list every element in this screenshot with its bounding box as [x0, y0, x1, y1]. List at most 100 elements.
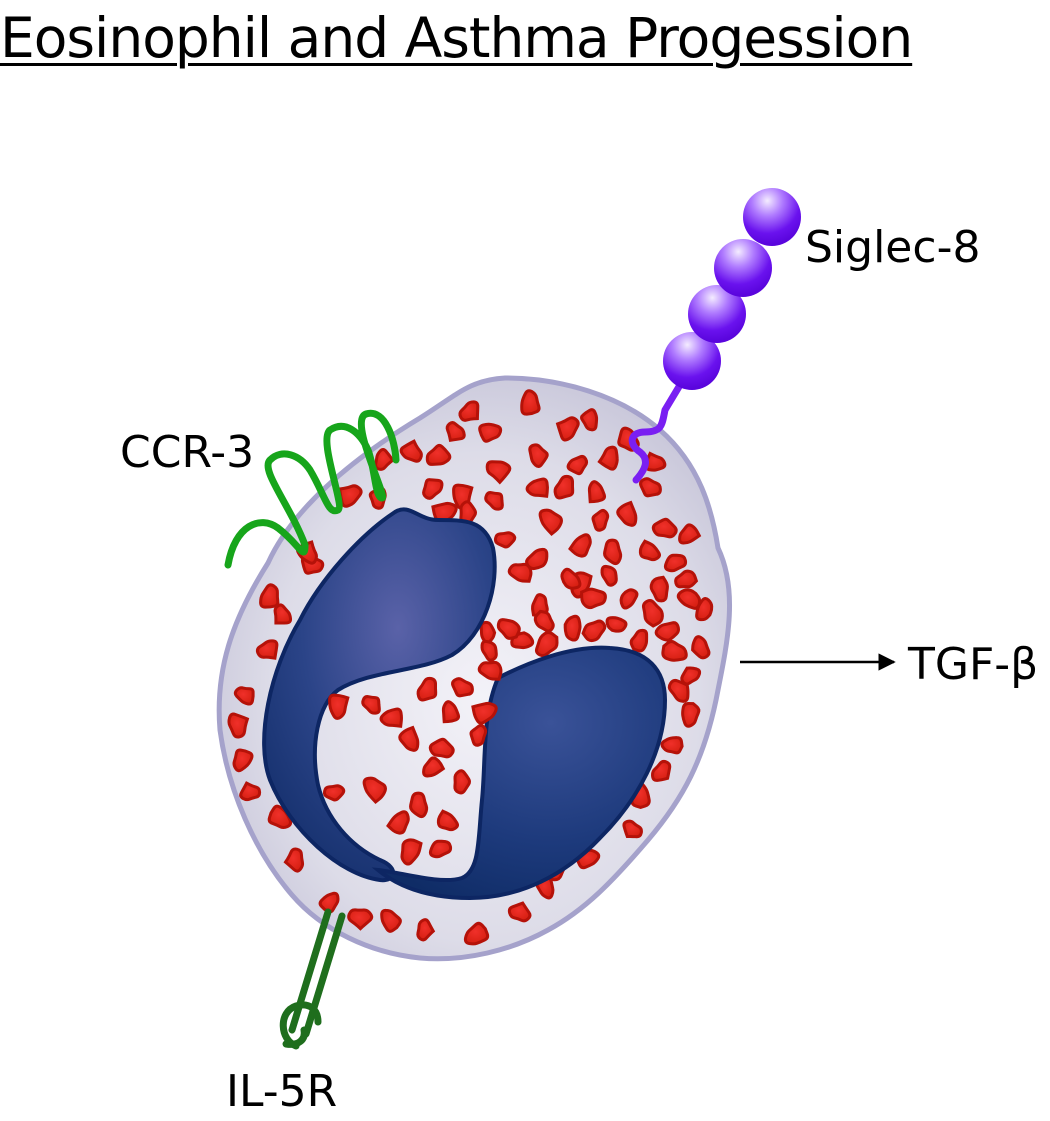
granule: [380, 908, 402, 933]
granule: [619, 588, 639, 610]
granule: [555, 416, 580, 442]
granule: [338, 484, 363, 508]
granule: [347, 908, 374, 931]
granule: [322, 784, 346, 802]
granule: [469, 723, 488, 747]
granule: [233, 686, 255, 706]
granule: [651, 759, 672, 782]
granule: [663, 553, 688, 573]
granule: [453, 769, 471, 795]
granule: [538, 508, 563, 537]
tgf-beta-label: TGF-β: [907, 639, 1038, 690]
granule: [660, 736, 684, 755]
granule: [553, 474, 575, 500]
granule: [568, 533, 592, 558]
granule: [328, 693, 350, 720]
granule: [563, 614, 582, 642]
siglec8-label: Siglec-8: [805, 222, 980, 273]
granule: [416, 676, 438, 702]
granule: [318, 891, 340, 914]
granule: [649, 575, 669, 603]
siglec-bead: [743, 188, 801, 246]
granule: [227, 712, 250, 739]
granule: [638, 539, 661, 562]
granule: [458, 400, 480, 422]
granule: [600, 564, 618, 587]
granule: [425, 443, 452, 466]
granule: [616, 500, 638, 527]
granule: [484, 491, 504, 511]
granule: [667, 678, 690, 703]
granule: [580, 408, 599, 432]
granule: [605, 616, 628, 633]
granule: [525, 477, 549, 498]
granule: [374, 447, 395, 471]
granule: [480, 639, 498, 662]
granule: [379, 707, 403, 728]
granule: [416, 918, 436, 942]
granule: [695, 597, 714, 622]
granule: [441, 700, 460, 724]
granule: [597, 445, 619, 471]
granule: [479, 620, 497, 645]
granule: [400, 838, 423, 866]
granule: [591, 508, 610, 532]
granule: [525, 547, 549, 571]
il5r-receptor: [279, 908, 346, 1050]
granule: [566, 454, 589, 476]
granule: [422, 478, 444, 500]
granule: [661, 639, 688, 662]
granule: [534, 630, 559, 658]
il5r-label: IL-5R: [226, 1066, 337, 1117]
granule: [560, 567, 582, 590]
granule: [478, 422, 503, 443]
granule: [691, 635, 711, 660]
granule: [361, 695, 381, 715]
granule: [445, 421, 466, 443]
granule: [676, 588, 702, 610]
siglec-bead: [714, 239, 772, 297]
granule: [654, 621, 680, 642]
granule: [398, 725, 420, 752]
granule: [422, 756, 446, 778]
siglec-bead: [663, 332, 721, 390]
granule: [255, 639, 279, 660]
granule: [622, 819, 643, 839]
granule: [232, 748, 254, 773]
granule: [267, 804, 293, 829]
ccr3-receptor: [224, 409, 400, 569]
granule: [680, 666, 702, 686]
granule: [428, 737, 455, 759]
granule: [533, 609, 555, 633]
granule: [283, 847, 305, 873]
granule: [507, 901, 532, 923]
granule: [463, 921, 490, 946]
granule: [580, 587, 607, 610]
granule: [386, 810, 410, 835]
granule: [651, 517, 678, 539]
ccr3-label: CCR-3: [120, 427, 254, 478]
granule: [674, 569, 699, 589]
granule: [528, 443, 549, 468]
granule: [451, 677, 474, 698]
granule: [485, 460, 512, 485]
granule: [629, 628, 649, 653]
granules-inner: [322, 639, 503, 866]
granule: [259, 583, 280, 609]
granule: [428, 839, 453, 859]
granule: [681, 702, 701, 728]
siglec-bead: [688, 285, 746, 343]
granule: [493, 531, 517, 549]
granule: [477, 660, 503, 681]
granule: [362, 776, 387, 805]
page-title: Eosinophil and Asthma Progession: [0, 6, 913, 70]
granule: [520, 389, 541, 416]
granule: [641, 598, 664, 628]
granule: [399, 439, 423, 463]
nucleus-lobe-lower: [371, 645, 668, 901]
siglec8-receptor: [628, 188, 801, 484]
granule: [581, 619, 607, 643]
nucleus-lobe-upper: [262, 507, 497, 883]
granule: [471, 701, 498, 725]
